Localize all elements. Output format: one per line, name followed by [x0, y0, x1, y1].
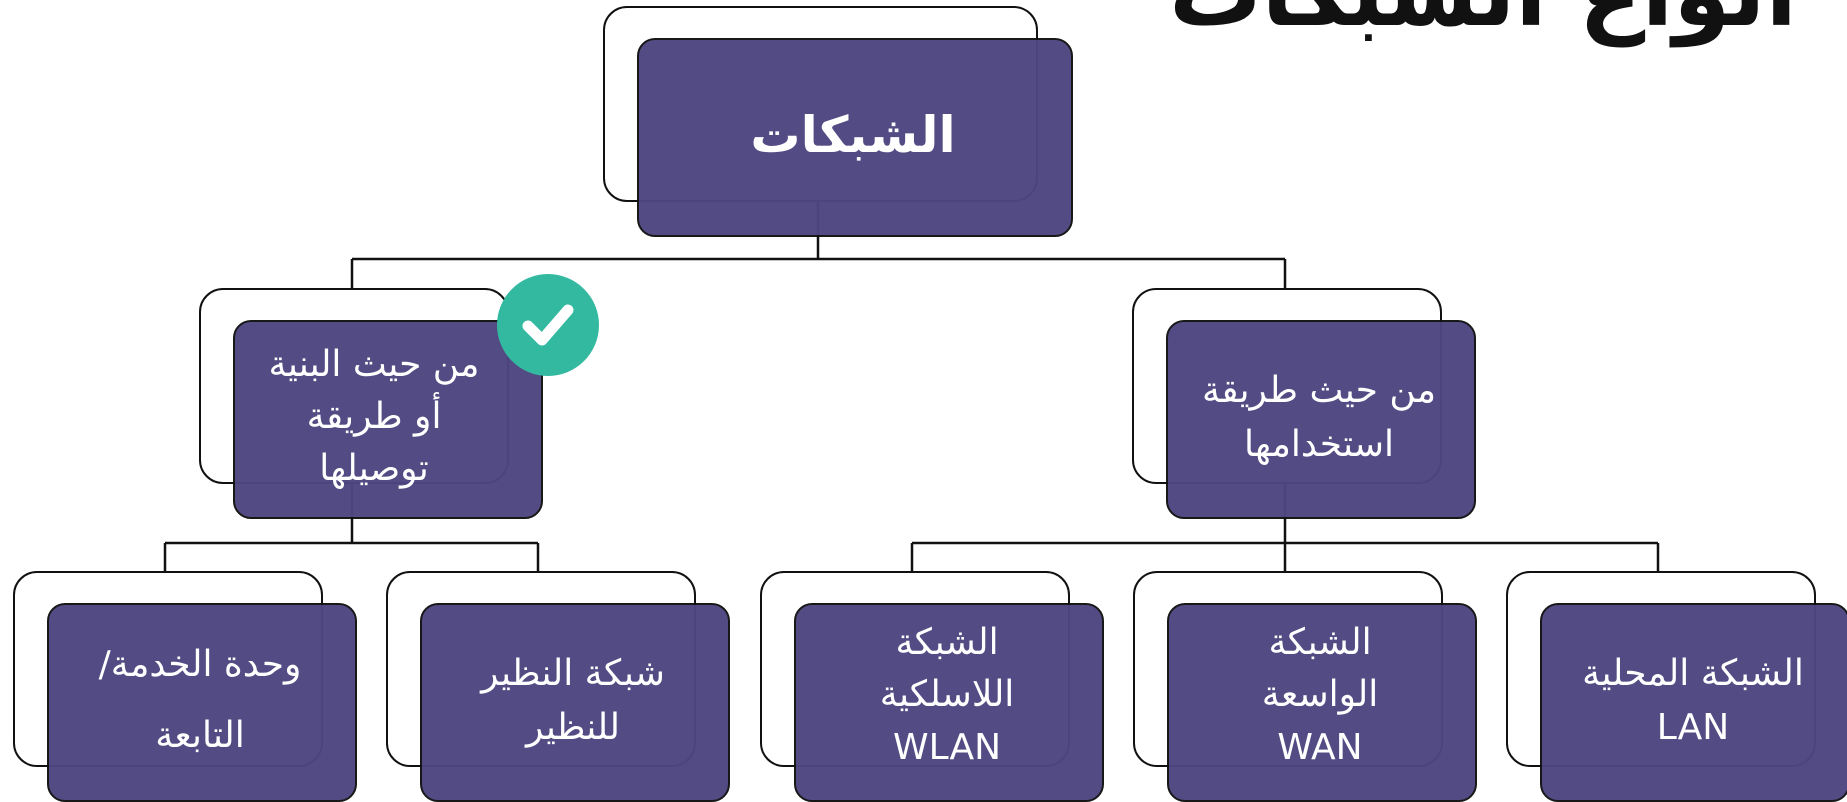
node-leaf-client-server: وحدة الخدمة/ التابعة [13, 571, 357, 802]
node-label-line: الشبكة المحلية [1582, 652, 1804, 694]
node-fill [1540, 603, 1847, 802]
node-root-networks: الشبكات [603, 6, 1073, 237]
node-label-line: أو طريقة [306, 395, 442, 437]
node-label: الشبكة المحلية LAN [1540, 603, 1846, 798]
node-label: وحدة الخدمة/ التابعة [47, 603, 353, 798]
node-label-line: التابعة [155, 714, 245, 756]
node-fill [1167, 603, 1477, 802]
node-label-line: وحدة الخدمة/ [98, 644, 302, 686]
node-label: الشبكات [637, 38, 1069, 233]
node-category-structure: من حيث البنية أو طريقة توصيلها [199, 288, 543, 519]
node-fill [420, 603, 730, 802]
node-leaf-wan: الشبكة الواسعة WAN [1133, 571, 1477, 802]
node-leaf-peer-to-peer: شبكة النظير للنظير [386, 571, 730, 802]
page-title: أنواع الشبكات [1169, 0, 1797, 40]
node-label-line: من حيث البنية [268, 343, 480, 385]
node-label-line: للنظير [526, 706, 621, 748]
node-label-line: شبكة النظير [481, 652, 665, 694]
node-label-line: توصيلها [319, 448, 429, 490]
node-label: شبكة النظير للنظير [420, 603, 726, 798]
node-fill [47, 603, 357, 802]
node-label: الشبكة الواسعة WAN [1167, 593, 1473, 798]
check-badge [497, 274, 599, 376]
node-label-line: الشبكة [895, 622, 999, 664]
node-label-line: LAN [1656, 706, 1730, 748]
node-label-line: اللاسلكية [879, 674, 1015, 716]
node-category-usage: من حيث طريقة استخدامها [1132, 288, 1476, 519]
node-fill [637, 38, 1073, 237]
node-leaf-lan: الشبكة المحلية LAN [1506, 571, 1847, 802]
node-label-line: الشبكات [750, 106, 956, 164]
node-label: من حيث طريقة استخدامها [1166, 320, 1472, 515]
node-label: الشبكة اللاسلكية WLAN [794, 593, 1100, 798]
node-label-line: WLAN [892, 726, 1002, 768]
node-label: من حيث البنية أو طريقة توصيلها [209, 326, 539, 508]
node-label-line: من حيث طريقة [1201, 369, 1437, 411]
node-fill [1166, 320, 1476, 519]
node-label-line: الشبكة [1268, 622, 1372, 664]
check-icon [522, 304, 574, 346]
node-leaf-wlan: الشبكة اللاسلكية WLAN [760, 571, 1104, 802]
node-label-line: استخدامها [1244, 423, 1395, 465]
node-label-line: WAN [1277, 726, 1363, 768]
node-label-line: الواسعة [1261, 674, 1379, 716]
node-fill [233, 320, 543, 519]
